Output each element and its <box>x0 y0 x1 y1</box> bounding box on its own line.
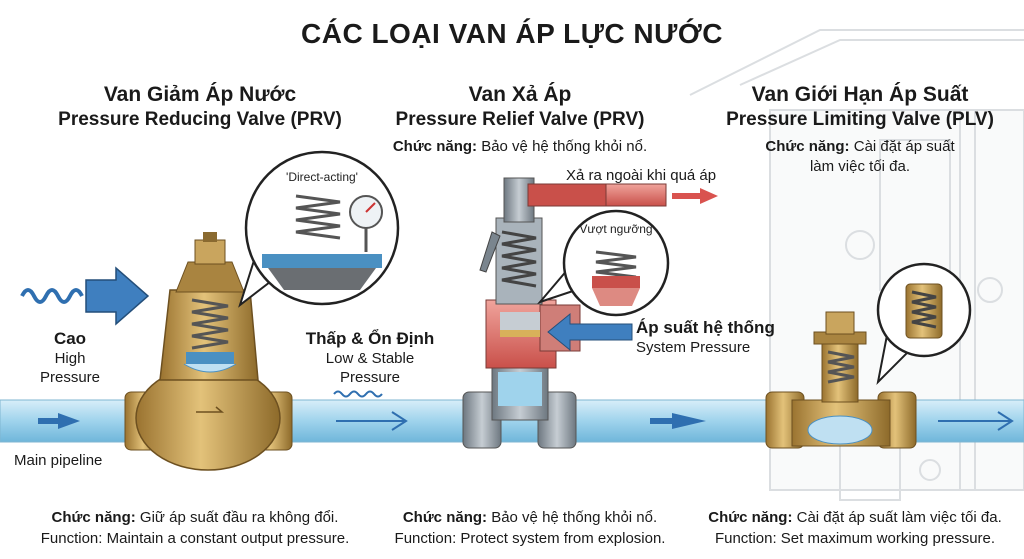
spring-icon <box>191 298 229 350</box>
page-title: CÁC LOẠI VAN ÁP LỰC NƯỚC <box>301 18 723 49</box>
low-label-vi: Thấp & Ổn Định <box>305 329 435 348</box>
function-text: Giữ áp suất đầu ra không đổi. <box>139 509 339 526</box>
direct-acting-label: 'Direct-acting' <box>286 170 358 184</box>
relief-title-vi: Van Xả Áp <box>468 83 572 106</box>
plv-function-en: Function: Set maximum working pressure. <box>714 530 996 547</box>
function-label: Chức năng: <box>765 138 850 155</box>
plv-detail-bubble <box>876 262 972 386</box>
pressure-limiting-valve <box>765 311 917 449</box>
function-text: Cài đặt áp suất <box>853 138 955 155</box>
low-label-en-2: Pressure <box>339 369 401 386</box>
relief-function-en: Function: Protect system from explosion. <box>394 530 666 547</box>
relief-function-vi: Chức năng: Bảo vệ hệ thống khỏi nổ. <box>375 509 685 526</box>
flow-arrow-icon <box>85 266 150 326</box>
function-label: Chức năng: <box>51 509 136 526</box>
function-text: Bảo vệ hệ thống khỏi nổ. <box>491 509 658 526</box>
system-pressure-en: System Pressure <box>636 339 751 356</box>
high-label-en-1: High <box>54 350 86 367</box>
low-label-en-1: Low & Stable <box>325 350 415 367</box>
relief-title-en: Pressure Relief Valve (PRV) <box>395 109 645 130</box>
plv-title-vi: Van Giới Hạn Áp Suất <box>751 83 969 106</box>
relief-top-function: Chức năng: Bảo vệ hệ thống khỏi nổ. <box>360 138 680 155</box>
prv-title-vi: Van Giảm Áp Nước <box>103 83 297 106</box>
prv-function-vi: Chức năng: Giữ áp suất đầu ra không đổi. <box>10 509 380 526</box>
function-label: Chức năng: <box>402 509 488 526</box>
high-label-vi: Cao <box>53 329 87 348</box>
direct-acting-bubble <box>238 150 400 308</box>
wave-icon <box>20 288 84 304</box>
flow-arrow-icon <box>938 411 1014 431</box>
pressure-gauge-icon <box>349 195 383 252</box>
prv-function-en: Function: Maintain a constant output pre… <box>40 530 350 547</box>
main-pipeline-label: Main pipeline <box>14 452 103 469</box>
pressure-relief-valve <box>462 177 667 449</box>
system-pressure-vi: Áp suất hệ thống <box>636 318 775 337</box>
function-text: Cài đặt áp suất làm việc tối đa. <box>796 509 1002 526</box>
overpressure-bubble <box>536 209 670 317</box>
plv-top-function-line2: làm việc tối đa. <box>809 158 911 175</box>
flow-arrow-icon <box>336 411 408 431</box>
plv-title-en: Pressure Limiting Valve (PLV) <box>726 109 994 130</box>
plv-function-vi: Chức năng: Cài đặt áp suất làm việc tối … <box>688 509 1022 526</box>
plv-top-function: Chức năng: Cài đặt áp suất <box>730 138 990 155</box>
prv-title-en: Pressure Reducing Valve (PRV) <box>58 109 342 130</box>
flow-arrow-icon <box>650 413 706 429</box>
flow-arrow-icon <box>547 312 633 352</box>
high-label-en-2: Pressure <box>39 369 101 386</box>
pressure-reducing-valve <box>124 232 293 471</box>
spring-icon <box>911 290 937 329</box>
function-label: Chức năng: <box>392 138 478 155</box>
spring-icon <box>295 194 341 240</box>
flow-arrow-icon <box>38 413 80 429</box>
outlet-label: Xả ra ngoài khi quá áp <box>566 167 717 184</box>
function-label: Chức năng: <box>708 509 793 526</box>
wave-icon <box>333 390 383 398</box>
spring-icon <box>501 230 537 288</box>
spring-icon <box>827 350 855 384</box>
flow-arrow-icon <box>672 188 718 204</box>
function-text: Bảo vệ hệ thống khỏi nổ. <box>481 138 648 155</box>
spring-icon <box>595 250 637 279</box>
overpressure-label: Vượt ngưỡng <box>579 222 653 236</box>
